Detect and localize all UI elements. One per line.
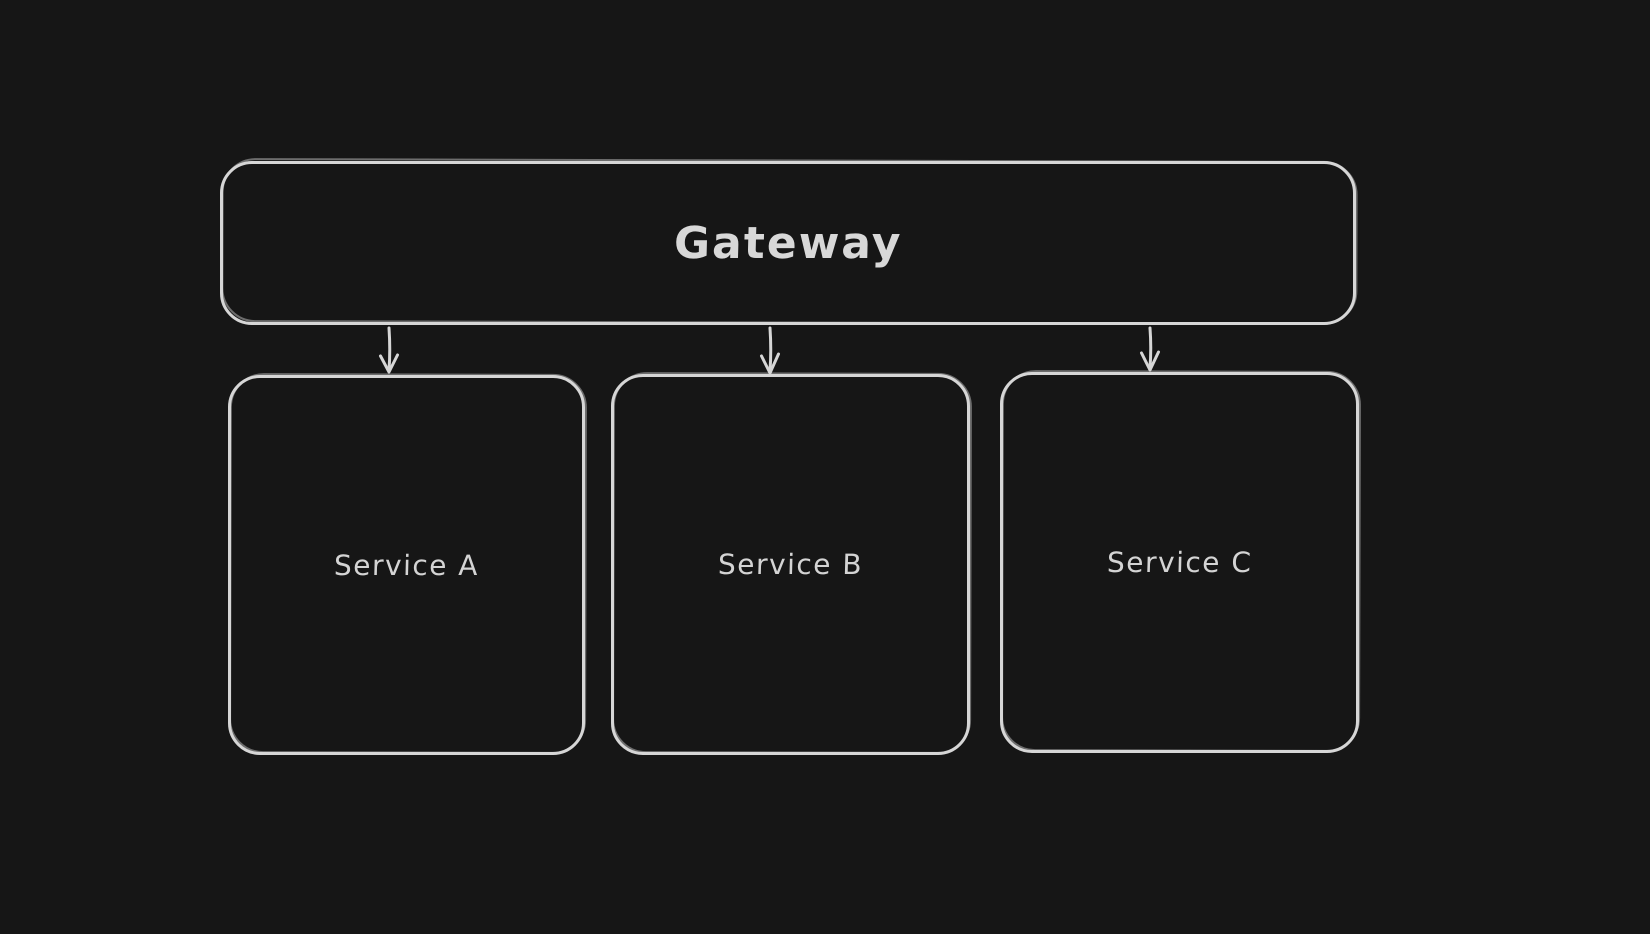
node-service-c[interactable]: Service C (1000, 372, 1359, 753)
arrow-gateway-to-service-b (760, 326, 780, 375)
node-gateway-label: Gateway (673, 217, 903, 269)
arrow-gateway-to-service-a (379, 326, 399, 374)
node-service-c-label: Service C (1106, 546, 1253, 579)
node-service-b-label: Service B (717, 548, 864, 581)
node-service-a-label: Service A (333, 548, 480, 582)
node-gateway[interactable]: Gateway (220, 161, 1356, 325)
node-service-b[interactable]: Service B (611, 374, 970, 755)
arrow-gateway-to-service-c (1140, 326, 1160, 372)
node-service-a[interactable]: Service A (228, 375, 585, 755)
